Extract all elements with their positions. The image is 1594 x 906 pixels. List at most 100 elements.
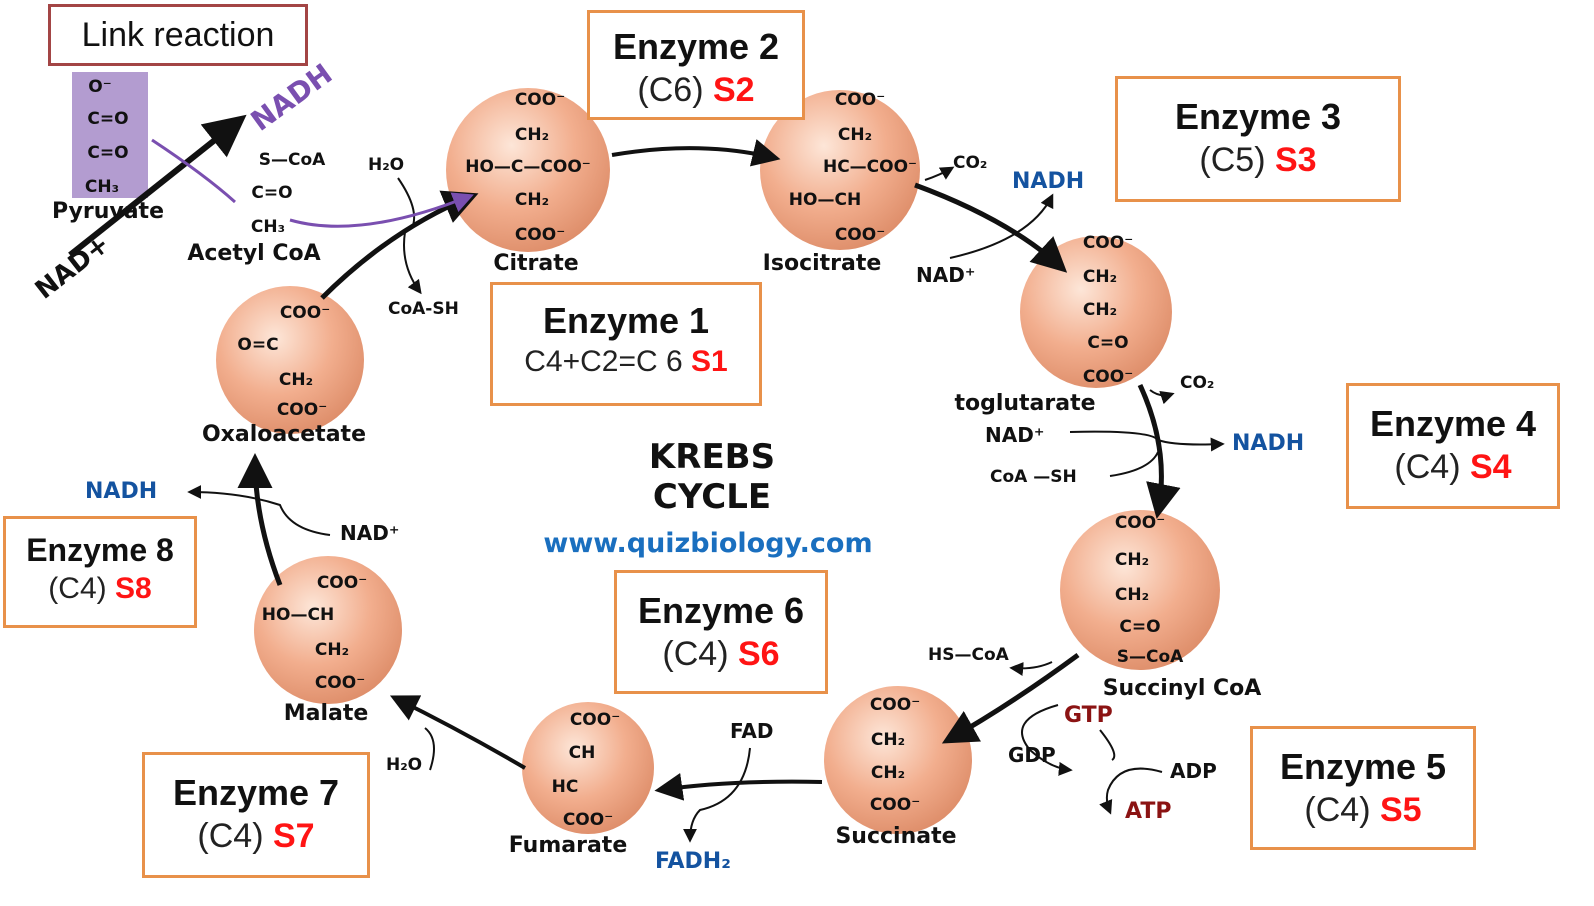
krebs-title-line2: CYCLE xyxy=(653,477,771,517)
arrow-fad-fadh2 xyxy=(683,747,751,843)
oxaloacetate-formula: COO⁻ O=C CH₂ COO⁻ xyxy=(237,303,330,420)
krebs-title-line1: KREBS xyxy=(649,437,775,477)
succinyl-coa-label: Succinyl CoA xyxy=(1103,676,1262,701)
nad-3: NAD⁺ xyxy=(340,521,399,545)
enzyme-1-sub: C4+C2=C 6 xyxy=(524,345,683,379)
enzyme-2-title: Enzyme 2 xyxy=(612,26,780,67)
svg-text:COO⁻: COO⁻ xyxy=(870,795,920,815)
svg-text:CH₂: CH₂ xyxy=(1083,267,1117,287)
isocitrate-label: Isocitrate xyxy=(763,251,882,276)
svg-text:CH₂: CH₂ xyxy=(515,125,549,145)
alpha-kg-label: toglutarate xyxy=(954,391,1095,416)
enzyme-8-title: Enzyme 8 xyxy=(26,532,174,568)
arrow-nad-nadh-link xyxy=(68,114,247,258)
alpha-kg-formula: COO⁻ CH₂ CH₂ C=O COO⁻ xyxy=(1083,233,1133,387)
svg-text:S—CoA: S—CoA xyxy=(1117,647,1184,667)
enzyme-2-tag: S2 xyxy=(712,71,755,110)
fumarate-sphere xyxy=(522,702,654,834)
succinate-label: Succinate xyxy=(835,824,956,849)
svg-text:COO⁻: COO⁻ xyxy=(870,695,920,715)
link-reaction-box: Link reaction xyxy=(48,4,308,66)
arrow-nad-nadh-2 xyxy=(1069,430,1225,452)
gdp: GDP xyxy=(1008,743,1056,767)
arrow-succinylcoa-succinate xyxy=(941,652,1080,744)
svg-text:CH₂: CH₂ xyxy=(279,370,313,390)
arrow-nad-nadh-1 xyxy=(949,193,1054,259)
acetyl-coa-label: Acetyl CoA xyxy=(187,241,320,266)
svg-text:HO—CH: HO—CH xyxy=(262,605,334,625)
svg-text:O⁻: O⁻ xyxy=(88,77,111,97)
h2o-1: H₂O xyxy=(368,155,404,175)
arrow-nad-nadh-3 xyxy=(187,485,331,536)
arrow-oxaloacetate-citrate xyxy=(320,190,479,300)
coa-sh-1: CoA-SH xyxy=(388,299,459,319)
svg-text:CH: CH xyxy=(569,743,596,763)
svg-text:CH₂: CH₂ xyxy=(1115,585,1149,605)
enzyme-4-box: Enzyme 4 (C4) S4 xyxy=(1346,383,1560,509)
nadh-3: NADH xyxy=(85,479,157,504)
svg-text:CH₂: CH₂ xyxy=(871,730,905,750)
citrate-sphere xyxy=(446,88,610,252)
acetyl-coa-formula: S—CoA C=O CH₃ xyxy=(251,150,326,237)
svg-text:COO⁻: COO⁻ xyxy=(515,90,565,110)
enzyme-8-tag: S8 xyxy=(114,572,152,606)
enzyme-4-sub: (C4) xyxy=(1394,448,1461,487)
link-reaction-label: Link reaction xyxy=(81,16,275,54)
enzyme-6-sub: (C4) xyxy=(662,635,729,674)
arrow-citrate-isocitrate xyxy=(611,139,781,167)
enzyme-5-box: Enzyme 5 (C4) S5 xyxy=(1250,726,1476,850)
arrow-succinate-fumarate xyxy=(654,772,823,801)
enzyme-5-title: Enzyme 5 xyxy=(1279,746,1447,787)
enzyme-7-tag: S7 xyxy=(272,817,315,856)
fadh2: FADH₂ xyxy=(655,849,731,874)
svg-text:CH₂: CH₂ xyxy=(838,125,872,145)
arrow-adp-atp xyxy=(1099,767,1163,815)
svg-text:CH₂: CH₂ xyxy=(1083,300,1117,320)
succinyl-coa-formula: COO⁻ CH₂ CH₂ C=O S—CoA xyxy=(1115,513,1184,667)
svg-text:CH₂: CH₂ xyxy=(1115,550,1149,570)
svg-text:COO⁻: COO⁻ xyxy=(835,90,885,110)
enzyme-3-tag: S3 xyxy=(1274,141,1317,180)
svg-text:COO⁻: COO⁻ xyxy=(563,810,613,830)
svg-text:COO⁻: COO⁻ xyxy=(1115,513,1165,533)
svg-text:COO⁻: COO⁻ xyxy=(1083,367,1133,387)
enzyme-7-title: Enzyme 7 xyxy=(172,772,340,813)
nad-2: NAD⁺ xyxy=(985,423,1044,447)
svg-text:S—CoA: S—CoA xyxy=(259,150,326,170)
enzyme-8-sub: (C4) xyxy=(48,572,107,606)
arrow-co2-1 xyxy=(924,166,955,181)
arrow-co2-2 xyxy=(1149,389,1175,405)
atp: ATP xyxy=(1125,799,1171,824)
website-label: www.quizbiology.com xyxy=(543,528,872,559)
malate-label: Malate xyxy=(284,701,369,726)
co2-2: CO₂ xyxy=(1180,373,1214,393)
adp: ADP xyxy=(1170,759,1217,783)
enzyme-7-box: Enzyme 7 (C4) S7 xyxy=(142,752,370,878)
svg-text:COO⁻: COO⁻ xyxy=(835,225,885,245)
arrow-hscoa-out xyxy=(1009,661,1053,676)
h2o-2: H₂O xyxy=(386,755,422,775)
malate-sphere xyxy=(254,556,402,704)
nad-1: NAD⁺ xyxy=(916,263,975,287)
arrow-coash-out xyxy=(403,231,422,295)
svg-text:C=O: C=O xyxy=(1119,617,1160,637)
enzyme-4-tag: S4 xyxy=(1469,448,1512,487)
arrow-malate-oxaloacetate xyxy=(237,453,283,586)
nadh-1: NADH xyxy=(1012,169,1084,194)
arrow-isocitrate-akg xyxy=(914,182,1068,273)
svg-text:O=C: O=C xyxy=(237,335,278,355)
enzyme-6-box: Enzyme 6 (C4) S6 xyxy=(614,570,828,694)
isocitrate-sphere xyxy=(760,90,920,250)
arrow-akg-succinylcoa xyxy=(1137,383,1181,519)
fumarate-label: Fumarate xyxy=(509,833,628,858)
svg-text:C=O: C=O xyxy=(1087,333,1128,353)
enzyme-6-tag: S6 xyxy=(737,635,780,674)
arrow-pyruvate-acetyl xyxy=(151,138,237,204)
enzyme-1-title: Enzyme 1 xyxy=(542,300,710,341)
arrow-coash-in-2 xyxy=(1109,451,1159,477)
citrate-label: Citrate xyxy=(493,251,578,276)
arrow-fumarate-malate xyxy=(389,695,527,770)
arrow-gdp-gtp xyxy=(1021,704,1073,776)
nad-plus-link: NAD+ xyxy=(30,229,116,305)
svg-text:CH₂: CH₂ xyxy=(871,763,905,783)
